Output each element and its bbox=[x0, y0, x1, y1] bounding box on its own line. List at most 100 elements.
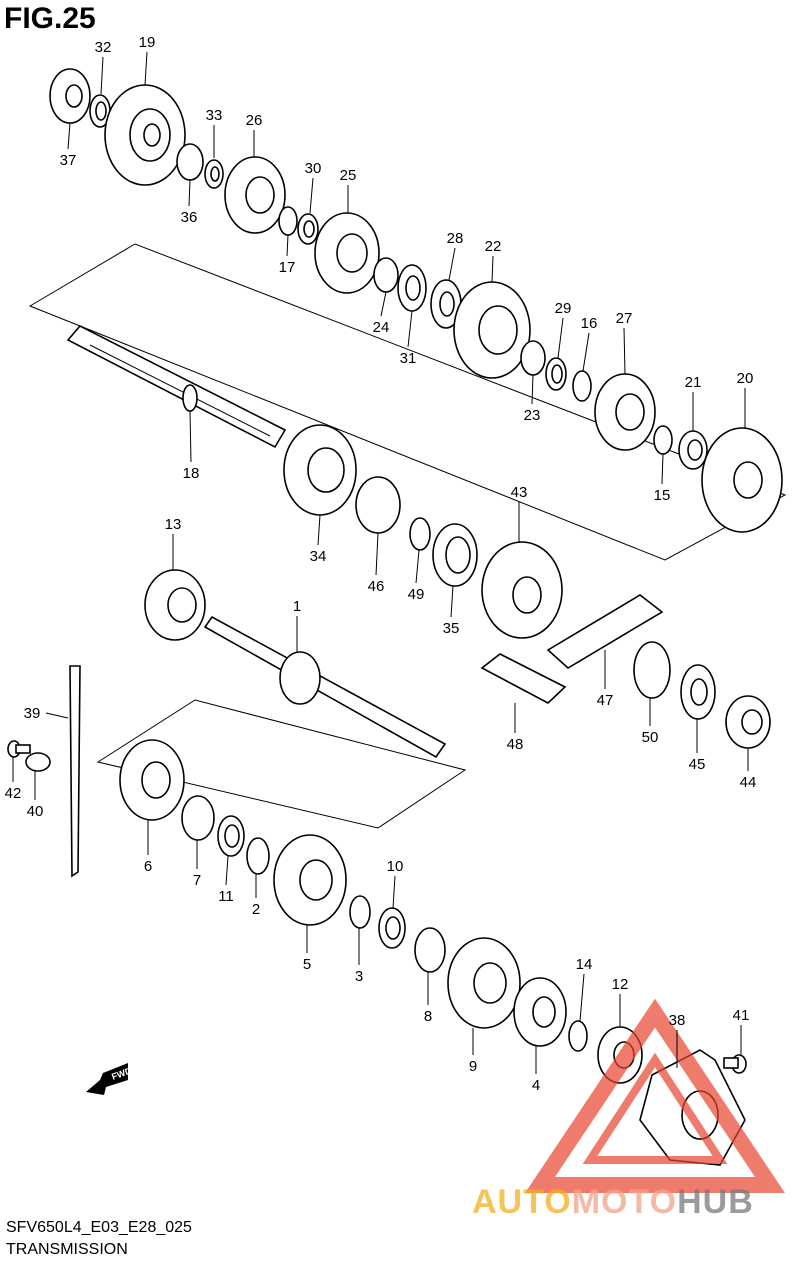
bushing-7 bbox=[181, 795, 215, 841]
callout-17: 17 bbox=[279, 234, 295, 276]
callout-40: 40 bbox=[27, 771, 43, 820]
callout-number: 34 bbox=[310, 548, 327, 565]
callout-28: 28 bbox=[447, 230, 463, 281]
bearing-13 bbox=[144, 569, 206, 641]
bushing-23 bbox=[520, 340, 546, 376]
diagram-code: SFV650L4_E03_E28_025 bbox=[6, 1219, 192, 1236]
circlip-3 bbox=[349, 895, 371, 929]
callout-44: 44 bbox=[740, 748, 757, 791]
callout-number: 41 bbox=[733, 1007, 750, 1024]
callout-leader-line bbox=[144, 51, 148, 86]
callout-number: 50 bbox=[642, 729, 659, 746]
callout-48: 48 bbox=[507, 703, 524, 753]
callout-leader-line bbox=[415, 549, 420, 584]
bushing-21 bbox=[678, 430, 708, 470]
callout-7: 7 bbox=[193, 840, 201, 889]
callout-number: 47 bbox=[597, 692, 614, 709]
callout-41: 41 bbox=[733, 1007, 750, 1055]
watermark-text: AUTOMOTOHUB bbox=[472, 1183, 754, 1222]
callout-29: 29 bbox=[555, 300, 571, 359]
callout-leader-line bbox=[392, 875, 396, 909]
callout-number: 46 bbox=[368, 578, 385, 595]
gear-20 bbox=[701, 427, 783, 533]
callout-number: 36 bbox=[181, 209, 198, 226]
gear-4 bbox=[513, 977, 567, 1047]
callout-number: 44 bbox=[740, 774, 757, 791]
drive-chain-47 bbox=[546, 594, 664, 669]
callout-number: 43 bbox=[511, 484, 528, 501]
callout-12: 12 bbox=[612, 976, 629, 1027]
callout-number: 42 bbox=[5, 785, 22, 802]
watermark-part-1: AUTO bbox=[472, 1183, 572, 1221]
callout-number: 6 bbox=[144, 858, 152, 875]
callout-number: 25 bbox=[340, 167, 357, 184]
callout-38: 38 bbox=[669, 1012, 686, 1068]
callout-leader-line bbox=[45, 712, 69, 719]
bolt-42 bbox=[7, 740, 31, 758]
countershaft-group-outline bbox=[28, 243, 787, 561]
driveshaft-1 bbox=[203, 615, 447, 759]
callout-leader-line bbox=[380, 291, 387, 317]
gear-9 bbox=[447, 937, 521, 1029]
callout-number: 16 bbox=[581, 315, 598, 332]
callout-number: 10 bbox=[387, 858, 404, 875]
bushing-8 bbox=[414, 927, 446, 973]
callout-leader-line bbox=[225, 855, 229, 886]
callout-number: 21 bbox=[685, 374, 702, 391]
figure-title: FIG.25 bbox=[4, 2, 96, 35]
gear-25 bbox=[314, 212, 380, 294]
callout-leader-line bbox=[67, 122, 71, 150]
circlip-2 bbox=[246, 837, 270, 875]
callout-number: 45 bbox=[689, 756, 706, 773]
callout-13: 13 bbox=[165, 516, 181, 570]
callout-number: 1 bbox=[293, 598, 301, 615]
bushing-24 bbox=[373, 257, 399, 293]
callout-10: 10 bbox=[387, 858, 404, 909]
watermark-logo-icon bbox=[525, 998, 785, 1193]
washer-50 bbox=[633, 641, 671, 699]
lock-washer-45 bbox=[680, 664, 716, 720]
chain-joint-48 bbox=[480, 653, 567, 704]
washer-33 bbox=[204, 159, 224, 189]
callout-leader-line bbox=[407, 310, 413, 348]
gear-19 bbox=[104, 84, 186, 186]
callout-leader-line bbox=[188, 179, 191, 207]
countershaft-18 bbox=[66, 325, 287, 449]
callout-27: 27 bbox=[616, 310, 632, 375]
callout-23: 23 bbox=[524, 374, 541, 424]
gear-27 bbox=[594, 373, 656, 451]
gear-6 bbox=[119, 739, 185, 821]
callout-35: 35 bbox=[443, 585, 460, 637]
callout-leader-line bbox=[531, 374, 534, 405]
callout-15: 15 bbox=[654, 453, 670, 504]
callout-number: 11 bbox=[218, 888, 234, 905]
callout-number: 48 bbox=[507, 736, 524, 753]
callout-number: 2 bbox=[252, 901, 260, 918]
callout-number: 8 bbox=[424, 1008, 432, 1025]
callout-number: 35 bbox=[443, 620, 460, 637]
circlip-14 bbox=[568, 1020, 588, 1052]
callout-leader-line bbox=[579, 973, 585, 1022]
sprocket-43 bbox=[481, 541, 563, 639]
callout-number: 4 bbox=[532, 1077, 540, 1094]
callout-number: 12 bbox=[612, 976, 629, 993]
callout-19: 19 bbox=[139, 34, 155, 86]
callout-33: 33 bbox=[206, 107, 222, 158]
washer-30 bbox=[297, 213, 319, 245]
diagram-title: TRANSMISSION bbox=[6, 1241, 128, 1258]
nut-44 bbox=[725, 695, 771, 749]
oil-seal-35 bbox=[432, 523, 478, 587]
circlip-16 bbox=[572, 370, 592, 402]
callout-number: 7 bbox=[193, 872, 201, 889]
callout-18: 18 bbox=[183, 410, 199, 482]
plate-40 bbox=[25, 752, 51, 772]
callout-11: 11 bbox=[218, 855, 234, 905]
bushing-36 bbox=[176, 143, 204, 181]
callout-number: 38 bbox=[669, 1012, 686, 1029]
callout-number: 23 bbox=[524, 407, 541, 424]
collar-46 bbox=[355, 476, 401, 534]
callout-8: 8 bbox=[424, 972, 432, 1025]
callout-number: 5 bbox=[303, 956, 311, 973]
o-ring-49 bbox=[409, 517, 431, 551]
